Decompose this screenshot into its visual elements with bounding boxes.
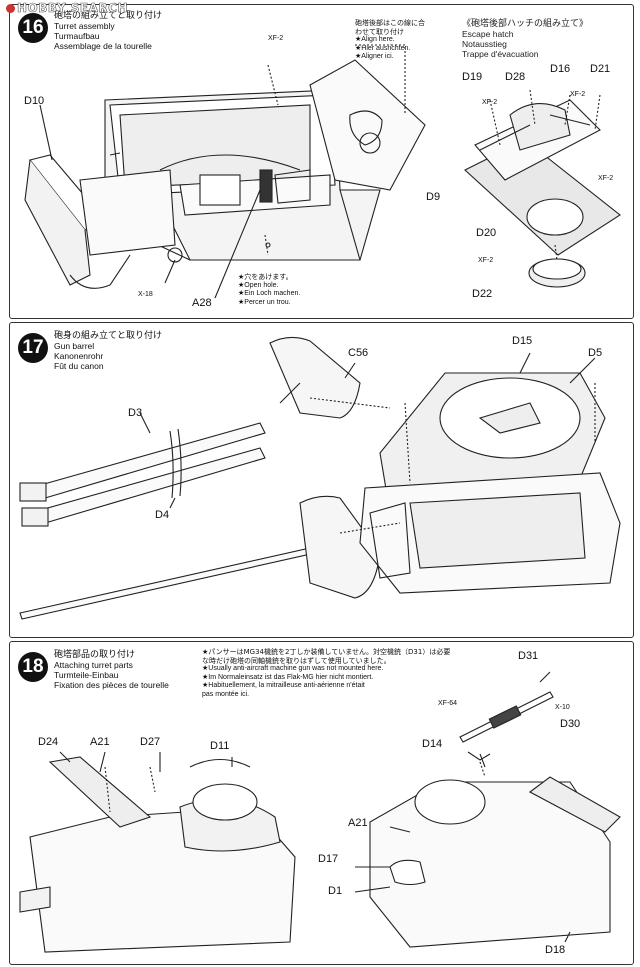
aa-note-fr-2: pas montée ici. <box>202 690 250 698</box>
part-label-d11: D11 <box>210 740 230 752</box>
escape-hatch-de: Notausstieg <box>462 39 507 49</box>
title-french: Fixation des pièces de tourelle <box>54 680 169 690</box>
part-label-d17: D17 <box>318 853 339 865</box>
watermark-logo: HOBBY SEARCH <box>6 1 128 15</box>
step-16-panel: 16 砲塔の組み立てと取り付け Turret assembly Turmaufb… <box>9 4 634 319</box>
part-label-d5: D5 <box>588 347 603 359</box>
turret-parts-drawing <box>19 671 621 953</box>
part-label-d1: D1 <box>328 885 343 897</box>
part-label-a21-left: A21 <box>90 736 110 748</box>
step-title: 砲身の組み立てと取り付け Gun barrel Kanonenrohr Fût … <box>54 331 162 371</box>
part-label-a21-right: A21 <box>348 817 368 829</box>
title-english: Gun barrel <box>54 341 95 351</box>
paint-label-xf2-d20: XF-2 <box>478 257 494 264</box>
title-japanese: 砲塔部品の取り付け <box>54 650 136 660</box>
align-note-jp-1: 砲塔後部はこの線に合 <box>355 19 425 27</box>
gun-barrel-drawing <box>19 336 621 620</box>
aa-note-fr-1: ★Habituellement, la mitrailleuse anti-aé… <box>202 682 365 689</box>
step-number-badge: 16 <box>18 13 48 43</box>
title-german: Turmaufbau <box>54 31 100 41</box>
part-label-d16: D16 <box>550 63 571 75</box>
aa-note-jp-2: な時だけ砲塔の同軸機銃を取りはずして使用していました。 <box>202 656 391 665</box>
step-18-panel: 18 砲塔部品の取り付け Attaching turret parts Turm… <box>9 641 634 965</box>
hole-note: ★穴をあけます。 ★Open hole. ★Ein Loch machen. ★… <box>238 273 300 307</box>
paint-label-xf2: XF-2 <box>268 35 284 42</box>
part-label-d24: D24 <box>38 736 59 748</box>
part-label-d9: D9 <box>426 191 441 203</box>
align-note-en: ★Align here. <box>355 36 395 43</box>
hole-note-jp: ★穴をあけます。 <box>238 273 293 281</box>
paint-label-xf64: XF-64 <box>438 700 458 707</box>
part-label-d14: D14 <box>422 738 443 750</box>
step-number-badge: 18 <box>18 652 48 682</box>
escape-hatch-title: 《砲塔後部ハッチの組み立て》 Escape hatch Notausstieg … <box>462 19 588 59</box>
paint-label-x18: X-18 <box>138 291 153 298</box>
align-note-jp-2: わせて取り付け <box>355 27 404 36</box>
part-label-d4: D4 <box>155 509 170 521</box>
part-label-d20: D20 <box>476 227 497 239</box>
part-label-d18: D18 <box>545 944 566 956</box>
escape-hatch-jp: 《砲塔後部ハッチの組み立て》 <box>462 19 589 29</box>
step-title: 砲塔部品の取り付け Attaching turret parts Turmtei… <box>54 650 169 690</box>
part-label-d19: D19 <box>462 71 483 83</box>
title-german: Turmteile-Einbau <box>54 670 119 680</box>
paint-label-xf2-d19: XF-2 <box>482 99 498 106</box>
part-label-d15: D15 <box>512 335 533 347</box>
title-english: Attaching turret parts <box>54 660 133 670</box>
title-english: Turret assembly <box>54 21 115 31</box>
hole-note-fr: ★Percer un trou. <box>238 298 291 306</box>
part-label-d27: D27 <box>140 736 161 748</box>
part-label-d21: D21 <box>590 63 611 75</box>
step-17-panel: 17 砲身の組み立てと取り付け Gun barrel Kanonenrohr F… <box>9 322 634 638</box>
aa-note-de: ★Im Normaleinsatz ist das Flak-MG hier n… <box>202 673 374 681</box>
title-japanese: 砲身の組み立てと取り付け <box>54 331 163 341</box>
paint-label-x10: X-10 <box>555 704 570 711</box>
title-german: Kanonenrohr <box>54 351 104 361</box>
align-note: 砲塔後部はこの線に合 わせて取り付け ★Align here. ★Hier au… <box>355 19 425 62</box>
escape-hatch-en: Escape hatch <box>462 29 514 39</box>
part-label-d22: D22 <box>472 288 493 300</box>
title-french: Fût du canon <box>54 361 104 371</box>
hole-note-de: ★Ein Loch machen. <box>238 290 301 297</box>
logo-icon <box>6 4 15 13</box>
part-label-c56: C56 <box>348 347 369 359</box>
paint-label-xf2-right: XF-2 <box>598 175 614 182</box>
aa-note-jp-1: ★パンサーはMG34機銃を2丁しか装備していません。対空機銃（D31）は必要 <box>202 648 451 656</box>
aa-gun-note: ★パンサーはMG34機銃を2丁しか装備していません。対空機銃（D31）は必要 な… <box>202 648 450 699</box>
step-number-badge: 17 <box>18 333 48 363</box>
part-label-d31: D31 <box>518 650 539 662</box>
align-note-de: ★Hier ausrichten. <box>355 44 411 52</box>
hole-note-en: ★Open hole. <box>238 281 279 289</box>
turret-assembly-drawing <box>24 44 621 299</box>
title-french: Assemblage de la tourelle <box>54 41 152 51</box>
aa-note-en: ★Usually anti-aircraft machine gun was n… <box>202 665 384 672</box>
align-note-fr: ★Aligner ici. <box>355 53 394 60</box>
part-label-d10: D10 <box>24 95 45 107</box>
step-title: 砲塔の組み立てと取り付け Turret assembly Turmaufbau … <box>54 11 162 51</box>
title-japanese: 砲塔の組み立てと取り付け <box>54 11 163 21</box>
part-label-d28: D28 <box>505 71 526 83</box>
part-label-d3: D3 <box>128 407 143 419</box>
escape-hatch-fr: Trappe d'évacuation <box>462 49 539 59</box>
part-label-d30: D30 <box>560 718 581 730</box>
part-label-a28: A28 <box>192 297 212 309</box>
paint-label-xf2-d16: XF-2 <box>570 91 586 98</box>
